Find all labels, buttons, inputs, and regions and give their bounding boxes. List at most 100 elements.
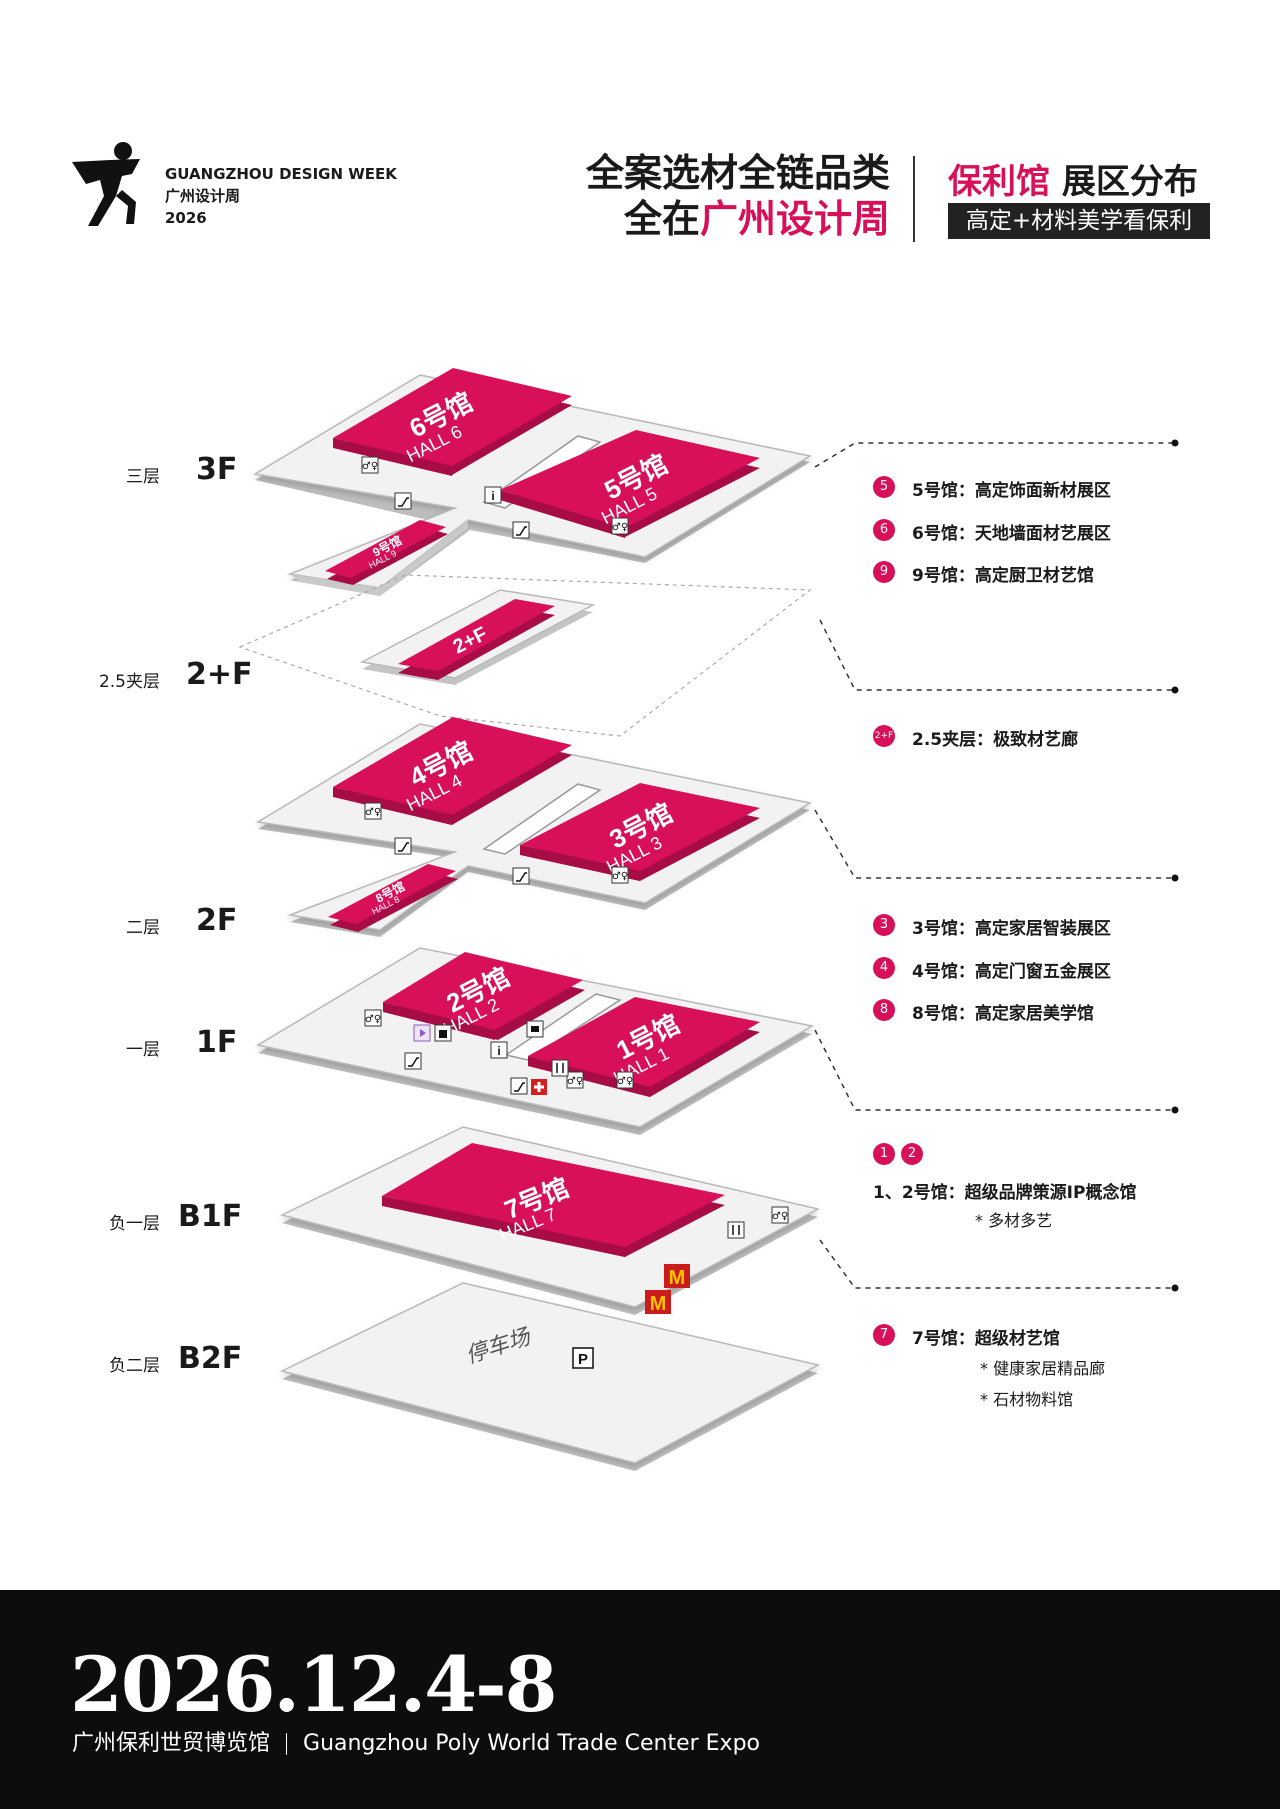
restroom-icon: ♂♀ — [616, 1071, 634, 1089]
venue-tag: 高定+材料美学看保利 — [948, 203, 1210, 239]
footer-venue: 广州保利世贸博览馆 Guangzhou Poly World Trade Cent… — [72, 1725, 760, 1757]
legend-item-hall-8: 8号馆：高定家居美学馆 — [912, 1004, 1094, 1024]
escalator-icon — [512, 521, 530, 539]
svg-text:♂♀: ♂♀ — [362, 461, 378, 472]
legend-item-hall-1-2: 1、2号馆：超级品牌策源IP概念馆 — [873, 1183, 1137, 1203]
luggage-icon — [526, 1020, 544, 1038]
hall-9-block: 9号馆 HALL 9 — [325, 520, 448, 585]
legend-marker-8: 8 — [873, 999, 895, 1021]
header-divider — [913, 156, 915, 242]
escalator-icon — [512, 867, 530, 885]
runner-logo-icon — [72, 142, 140, 226]
svg-text:♂♀: ♂♀ — [612, 871, 628, 882]
floor-label-2f-code: 2F — [196, 903, 238, 938]
slogan-line1: 全案选材全链品类 — [585, 151, 890, 195]
event-date: 2026.12.4-8 — [70, 1640, 558, 1729]
legend-marker-2f: 2+F — [873, 725, 895, 747]
floor-label-25f-code: 2+F — [186, 657, 253, 692]
svg-text:♂♀: ♂♀ — [365, 1014, 381, 1025]
hall-5-block: 5号馆 HALL 5 — [500, 430, 760, 538]
mcdonalds-icon: M — [664, 1264, 690, 1289]
restaurant-icon — [551, 1059, 569, 1077]
slogan: 全案选材全链品类 全在广州设计周 — [560, 150, 890, 242]
floor-label-2f-cn: 二层 — [126, 918, 160, 938]
hall-3-block: 3号馆 HALL 3 — [520, 783, 760, 881]
floor-label-b1f-cn: 负一层 — [109, 1214, 160, 1234]
legend-marker-3: 3 — [873, 914, 895, 936]
legend-marker-2: 2 — [901, 1143, 923, 1165]
restroom-icon: ♂♀ — [361, 456, 379, 474]
escalator-icon — [394, 837, 412, 855]
restroom-icon: ♂♀ — [771, 1206, 789, 1224]
logo-year: 2026 — [165, 209, 207, 227]
footer-divider — [286, 1733, 288, 1755]
restaurant-icon — [727, 1221, 745, 1239]
restroom-icon: ♂♀ — [364, 802, 382, 820]
hall-7-block: 7号馆 HALL 7 — [382, 1143, 725, 1257]
escalator-icon — [404, 1052, 422, 1070]
legend-item-hall-7-sub-2: * 石材物料馆 — [980, 1390, 1074, 1409]
legend-item-hall-1-2-sub: * 多材多艺 — [975, 1211, 1053, 1230]
floor-label-1f-cn: 一层 — [126, 1040, 160, 1060]
floor-label-3f-code: 3F — [196, 452, 238, 487]
svg-text:♂♀: ♂♀ — [567, 1076, 583, 1087]
logo-text: GUANGZHOU DESIGN WEEK 广州设计周 2026 — [165, 163, 397, 229]
svg-text:♂♀: ♂♀ — [365, 807, 381, 818]
hall-1-block: 1号馆 HALL 1 — [528, 997, 760, 1097]
legend-item-hall-3: 3号馆：高定家居智装展区 — [912, 919, 1111, 939]
legend-marker-9: 9 — [873, 561, 895, 583]
logo-cn: 广州设计周 — [165, 187, 241, 205]
legend-marker-1: 1 — [873, 1143, 895, 1165]
svg-text:M: M — [650, 1293, 667, 1315]
svg-text:i: i — [491, 489, 494, 503]
svg-text:M: M — [669, 1267, 686, 1289]
restroom-icon: ♂♀ — [566, 1071, 584, 1089]
floor-label-3f-cn: 三层 — [126, 467, 160, 487]
hall-6-block: 6号馆 HALL 6 — [333, 368, 572, 476]
legend-marker-4: 4 — [873, 957, 895, 979]
legend-item-hall-9: 9号馆：高定厨卫材艺馆 — [912, 566, 1094, 586]
legend-item-hall-6: 6号馆：天地墙面材艺展区 — [912, 524, 1111, 544]
legend-item-mezzanine: 2.5夹层：极致材艺廊 — [912, 730, 1079, 750]
svg-text:P: P — [578, 1351, 588, 1368]
floor-label-b1f-code: B1F — [178, 1199, 243, 1234]
footer-venue-cn: 广州保利世贸博览馆 — [72, 1731, 271, 1756]
legend-item-hall-7: 7号馆：超级材艺馆 — [912, 1329, 1060, 1349]
legend-marker-5: 5 — [873, 476, 895, 498]
info-icon: i — [484, 486, 502, 504]
floor-label-b2f-cn: 负二层 — [109, 1356, 160, 1376]
floor-label-25f-cn: 2.5夹层 — [98, 672, 160, 692]
legend-item-hall-5: 5号馆：高定饰面新材展区 — [912, 481, 1111, 501]
legend-connector-lines — [814, 442, 1175, 1289]
slogan-line2: 全在广州设计周 — [623, 197, 890, 241]
floor-25f-slab — [238, 574, 812, 737]
restroom-icon: ♂♀ — [611, 517, 629, 535]
parking-icon: P — [572, 1347, 594, 1369]
hall-4-block: 4号馆 HALL 4 — [333, 717, 572, 825]
venue-title: 保利馆 展区分布 — [948, 162, 1198, 202]
svg-text:♂♀: ♂♀ — [612, 522, 628, 533]
legend-item-hall-7-sub-1: * 健康家居精品廊 — [980, 1359, 1106, 1378]
floor-label-1f-code: 1F — [196, 1025, 238, 1060]
restroom-icon: ♂♀ — [611, 866, 629, 884]
svg-text:♂♀: ♂♀ — [772, 1211, 788, 1222]
legend-marker-7: 7 — [873, 1324, 895, 1346]
mcdonalds-icon: M — [645, 1290, 671, 1315]
legend-item-hall-4: 4号馆：高定门窗五金展区 — [912, 962, 1111, 982]
footer-band — [0, 1590, 1280, 1809]
info-icon: i — [490, 1041, 508, 1059]
escalator-icon — [510, 1077, 528, 1095]
luggage-icon — [434, 1024, 452, 1042]
media-icon — [413, 1024, 431, 1042]
floor-map: 6号馆 HALL 6 5号馆 HALL 5 9号馆 HALL 9 2+F 4号馆… — [238, 368, 1179, 1471]
footer-venue-en: Guangzhou Poly World Trade Center Expo — [303, 1731, 760, 1756]
logo-en: GUANGZHOU DESIGN WEEK — [165, 165, 397, 183]
floor-label-b2f-code: B2F — [178, 1341, 243, 1376]
floor-b2f-slab: 停车场 — [279, 1282, 821, 1471]
legend-marker-6: 6 — [873, 519, 895, 541]
svg-text:i: i — [497, 1044, 500, 1058]
first-aid-icon — [531, 1079, 547, 1095]
escalator-icon — [394, 492, 412, 510]
restroom-icon: ♂♀ — [364, 1009, 382, 1027]
svg-text:♂♀: ♂♀ — [617, 1076, 633, 1087]
